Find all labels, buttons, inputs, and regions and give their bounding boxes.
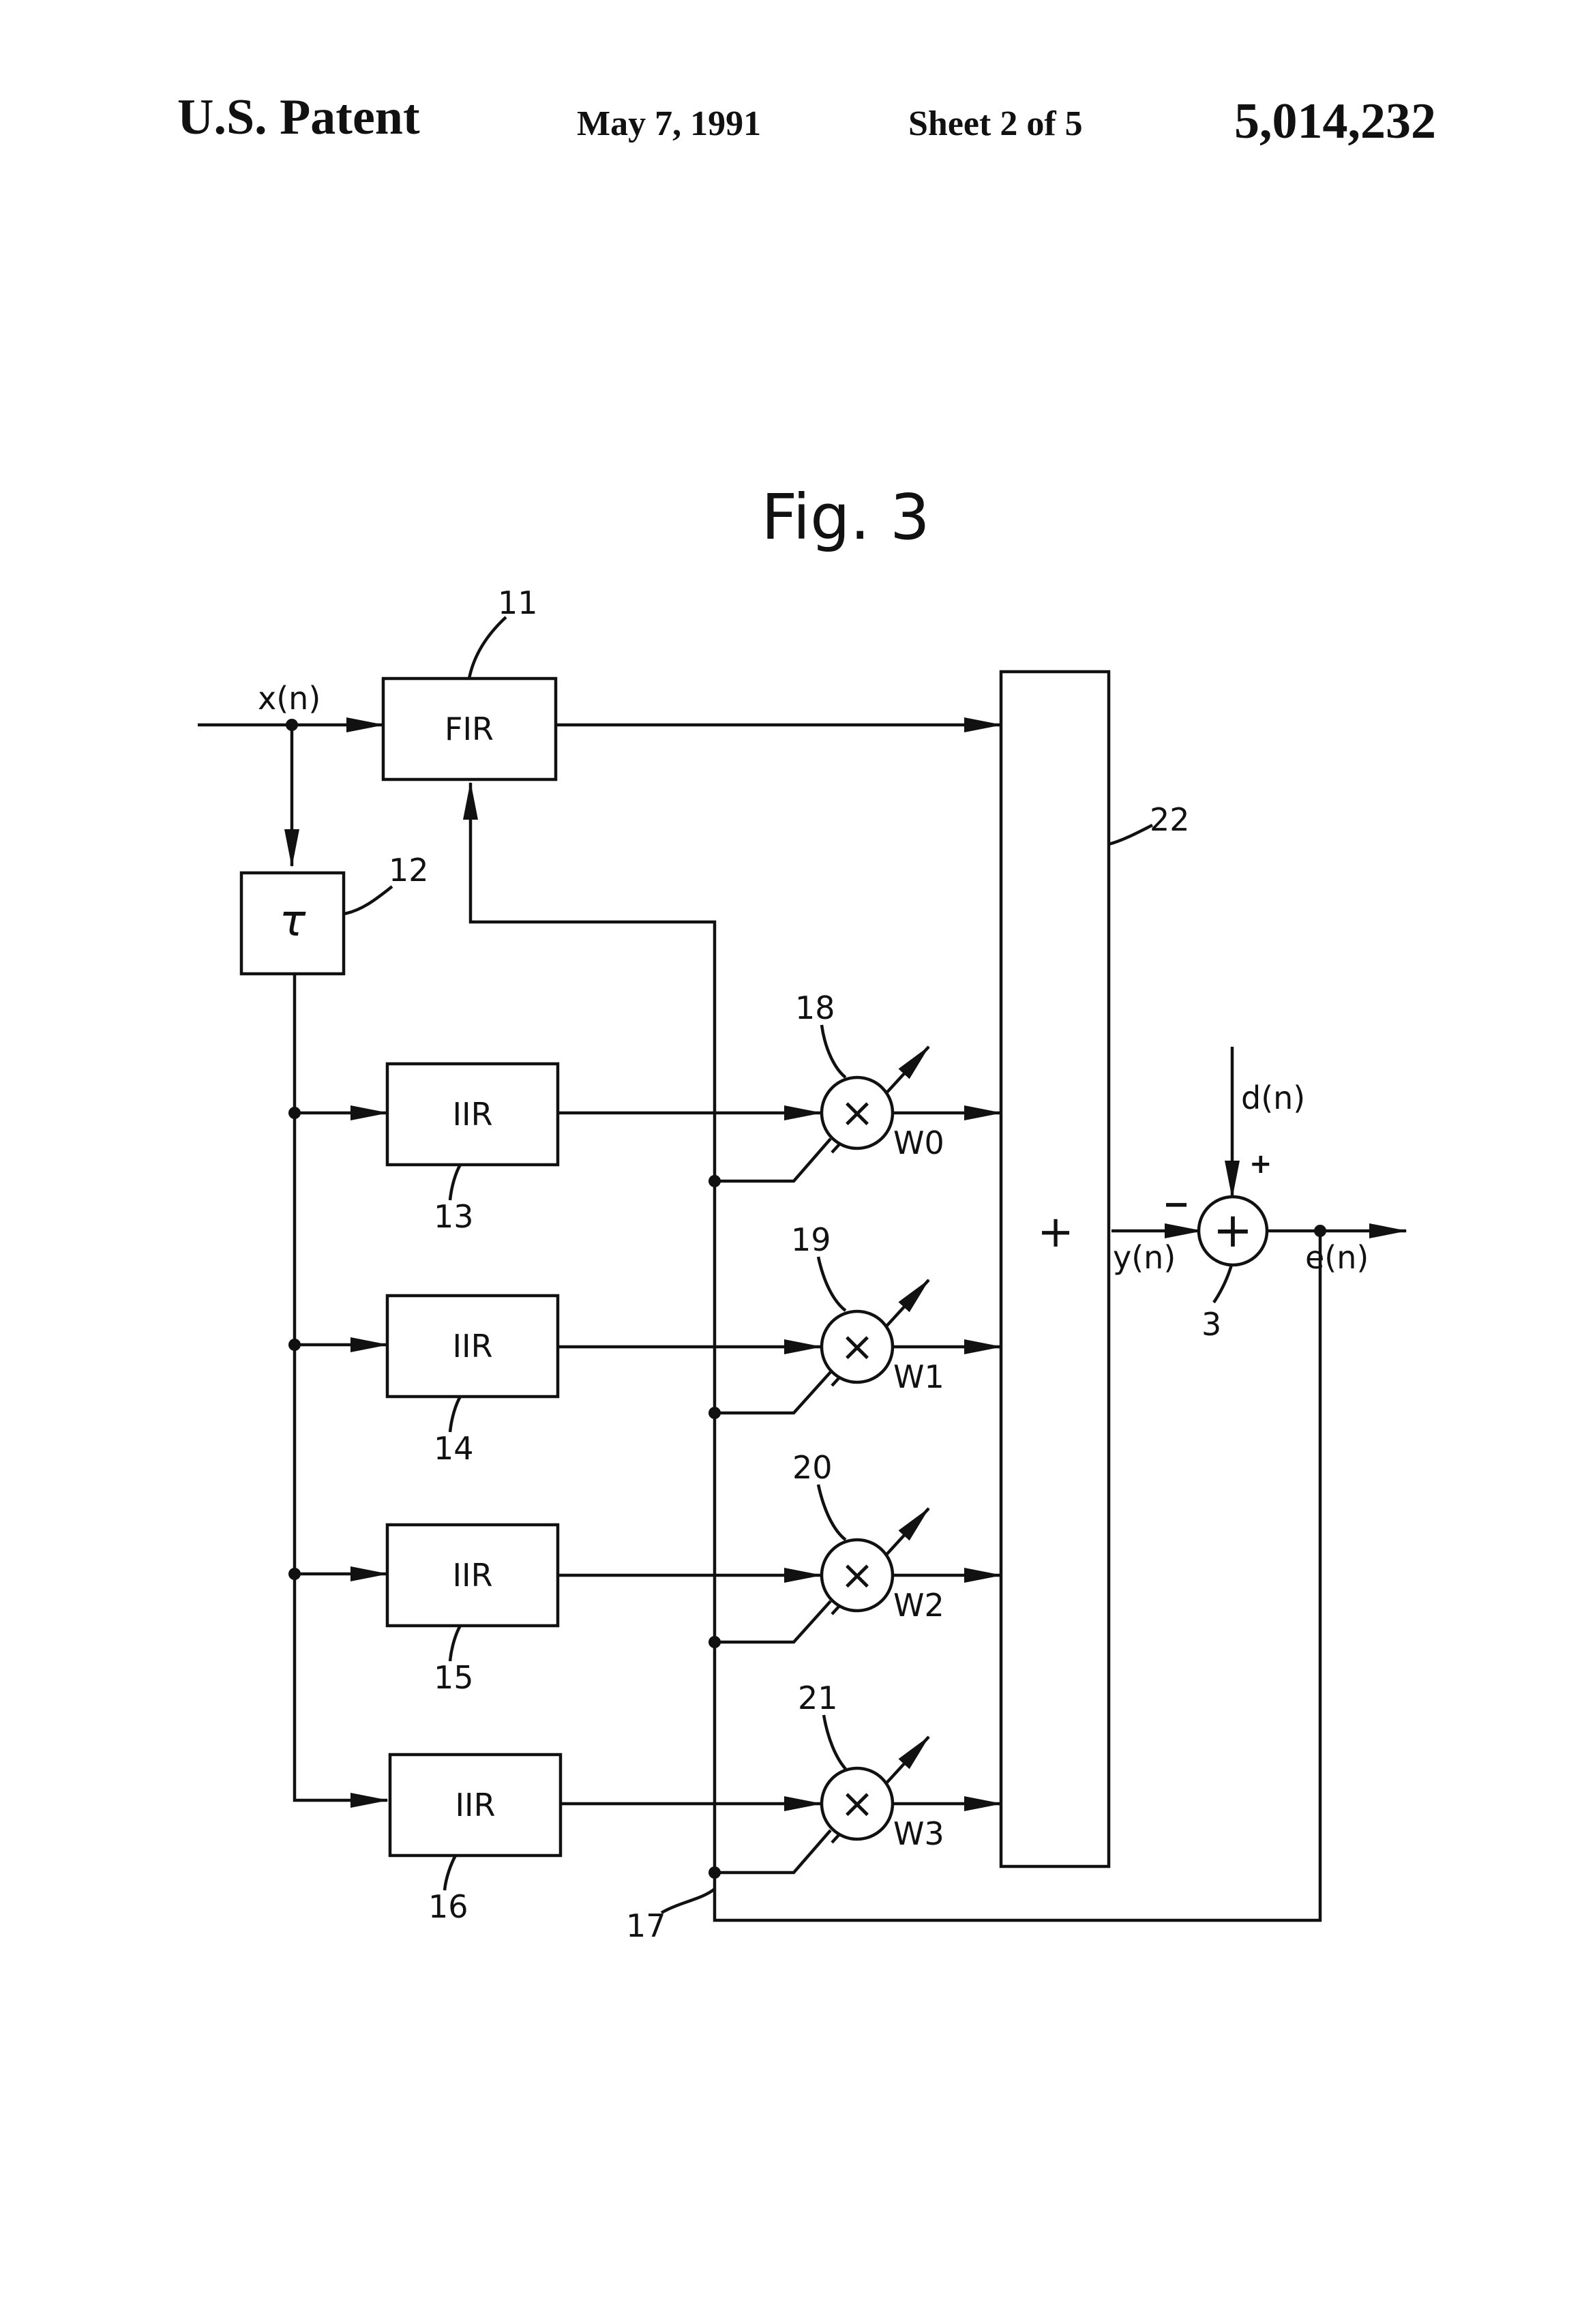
minus-sign: − [1163,1185,1190,1223]
iir-block-15-label: IIR [452,1557,492,1594]
iir-block-14-label: IIR [452,1328,492,1365]
multiplier-19-symbol: × [840,1323,874,1371]
multiplier-20-symbol: × [840,1551,874,1599]
ref-17: 17 [626,1907,666,1944]
figure-title: Fig. 3 [761,481,929,554]
ref-3: 3 [1202,1306,1221,1343]
multiplier-21-symbol: × [840,1780,874,1828]
weight-label-w0: W0 [893,1124,944,1161]
ref-21: 21 [798,1680,838,1716]
multiplier-21: × [822,1768,893,1839]
weight-label-w1: W1 [893,1358,944,1395]
signal-wires [198,725,1406,1920]
ref-11: 11 [498,584,538,621]
summer-block-label: + [1037,1207,1074,1257]
plus-sign: + [1249,1148,1272,1180]
multiplier-18-symbol: × [840,1089,874,1137]
ref-12: 12 [389,852,429,889]
ref-18: 18 [795,989,835,1026]
multiplier-18: × [822,1077,893,1148]
weight-label-w3: W3 [893,1815,944,1852]
ref-16: 16 [428,1888,468,1925]
output-signal-label: y(n) [1113,1239,1176,1276]
weight-label-w2: W2 [893,1587,944,1624]
summer-block [1001,672,1109,1866]
iir-block-16-label: IIR [455,1787,495,1823]
error-signal-label: e(n) [1305,1239,1369,1276]
multiplier-19: × [822,1311,893,1382]
subtractor: + [1199,1197,1267,1265]
multiplier-20: × [822,1540,893,1611]
ref-14: 14 [434,1430,474,1467]
feedback-bus [471,783,1320,1920]
ref-13: 13 [434,1198,474,1235]
feedback-to-mult19 [715,1372,831,1413]
ref-20: 20 [792,1449,833,1486]
ref-15: 15 [434,1659,474,1696]
fir-block-label: FIR [445,711,494,747]
ref-19: 19 [791,1221,831,1258]
ref-22: 22 [1150,801,1190,838]
feedback-to-mult20 [715,1601,831,1642]
subtractor-symbol: + [1213,1202,1253,1258]
input-signal-label: x(n) [258,680,320,717]
iir-block-13-label: IIR [452,1096,492,1133]
delay-out-bus [295,968,387,1800]
delay-block-label: τ [280,896,306,947]
feedback-to-mult18 [715,1139,831,1181]
desired-signal-label: d(n) [1241,1079,1305,1116]
feedback-to-mult21 [715,1830,831,1873]
